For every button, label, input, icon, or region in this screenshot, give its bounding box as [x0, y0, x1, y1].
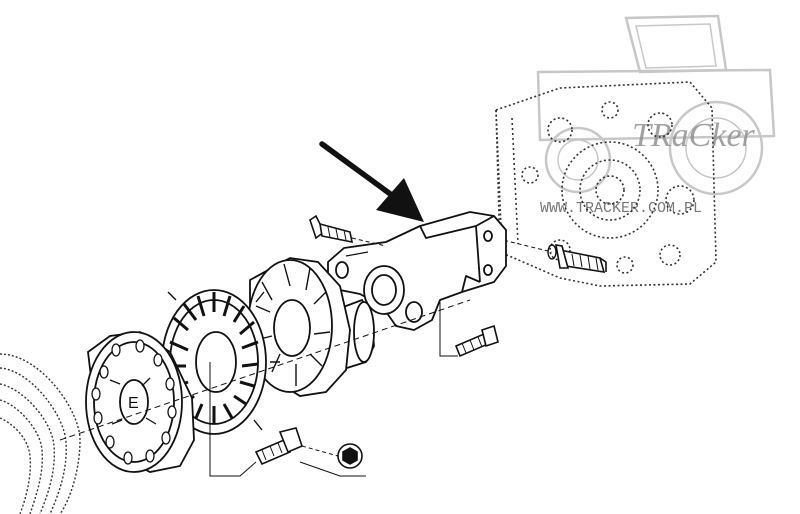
bolt-top	[309, 214, 354, 244]
svg-text:E: E	[128, 395, 139, 412]
housing-port	[547, 117, 573, 143]
housing-bore	[561, 141, 659, 239]
logo-tractor-rear-wheel	[668, 100, 764, 196]
leader-line-right	[299, 461, 366, 477]
bolt-lower	[454, 324, 499, 358]
flange-plate: E	[85, 331, 195, 473]
watermark-url: WWW.TRACKER.COM.PL	[540, 200, 702, 217]
shaft-centerline	[59, 299, 471, 441]
nut	[337, 443, 363, 469]
bolt-top-centerline	[351, 237, 387, 247]
pump-housing	[495, 81, 717, 287]
logo-tractor-front-wheel	[544, 126, 612, 194]
tracker-logo-watermark	[536, 14, 776, 196]
flange-bore	[119, 379, 149, 425]
bolt-bottom	[254, 427, 303, 466]
leader-line-bracket	[439, 302, 458, 357]
logo-tractor-hood	[536, 68, 776, 142]
leader-line-left	[209, 362, 257, 477]
bracket-part	[327, 211, 507, 331]
bolt-right	[555, 244, 607, 273]
bracket-bolt-hole	[405, 301, 423, 323]
spider-bore	[195, 331, 237, 393]
leader-line-bottom	[301, 445, 339, 457]
logo-text: TRaCker	[632, 117, 756, 154]
washer-right	[547, 244, 557, 260]
flywheel	[0, 353, 81, 514]
pointer-arrow	[319, 141, 424, 222]
